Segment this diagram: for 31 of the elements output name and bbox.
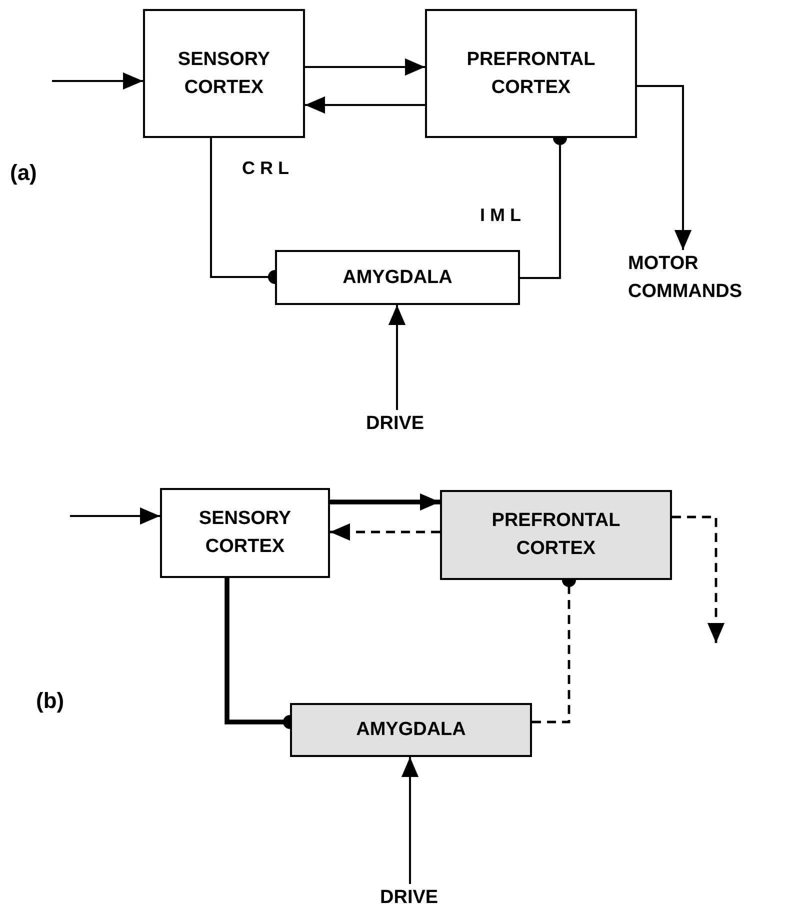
panel-label: (b) [36, 688, 64, 714]
arrow [305, 58, 425, 76]
text-label: DRIVE [366, 410, 430, 438]
process-box [275, 250, 520, 305]
box-label: AMYGDALA [356, 718, 466, 742]
process-box [290, 703, 532, 757]
arrow [672, 516, 725, 643]
box-label: AMYGDALA [342, 266, 452, 290]
arrow [305, 96, 425, 114]
box-label: PREFRONTAL CORTEX [466, 48, 596, 100]
arrow [401, 757, 419, 884]
panel-label: (a) [10, 160, 37, 186]
connector [224, 578, 290, 729]
arrow [52, 72, 143, 90]
box-label: PREFRONTAL CORTEX [490, 509, 622, 561]
process-box [143, 9, 305, 138]
text-label: DRIVE [380, 884, 444, 912]
process-box [425, 9, 637, 138]
arrow [637, 85, 692, 250]
connector [210, 138, 275, 284]
arrow [330, 523, 440, 541]
arrow [388, 305, 406, 410]
process-box [440, 490, 672, 580]
connector [532, 580, 576, 724]
text-label: MOTOR COMMANDS [628, 250, 803, 306]
box-label: SENSORY CORTEX [198, 507, 292, 559]
process-box [160, 488, 330, 578]
arrow [70, 507, 160, 525]
connector [520, 138, 567, 279]
arrow [330, 493, 440, 511]
box-label: SENSORY CORTEX [176, 48, 272, 100]
